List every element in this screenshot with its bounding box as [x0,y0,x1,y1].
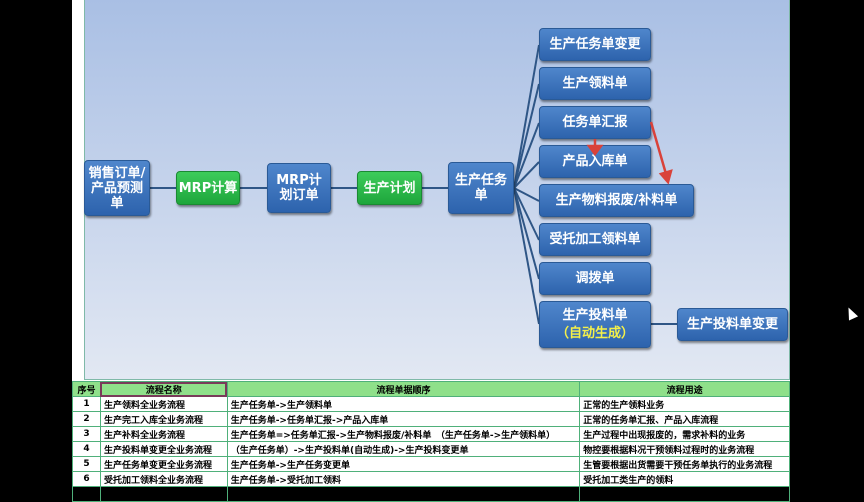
table-header: 序号 流程名称 流程单据顺序 流程用途 [72,381,790,397]
cell-document-sequence[interactable]: 生产任务单->生产领料单 [226,396,581,412]
cell-purpose[interactable]: 正常的生产领料业务 [579,396,790,412]
connector [513,161,540,189]
cell-empty[interactable] [99,486,228,502]
node-scrap-replenish[interactable]: 生产物料报废/补料单 [539,184,694,217]
header-purpose: 流程用途 [579,381,790,397]
node-task-change[interactable]: 生产任务单变更 [539,28,651,61]
arrow-report-to-scrap [649,121,668,175]
cell-purpose[interactable]: 生管要根据出货需要干预任务单执行的业务流程 [579,456,790,472]
cell-process-name[interactable]: 生产领料全业务流程 [99,396,228,412]
node-feed-change[interactable]: 生产投料单变更 [677,308,788,341]
cell-document-sequence[interactable]: （生产任务单）->生产投料单(自动生成)->生产投料变更单 [226,441,581,457]
cell-index[interactable]: 3 [72,426,101,442]
node-task-report[interactable]: 任务单汇报 [539,106,651,139]
cell-index[interactable]: 1 [72,396,101,412]
cell-purpose[interactable]: 物控要根据料况干预领料过程时的业务流程 [579,441,790,457]
node-sales-order[interactable]: 销售订单/产品预测单 [84,160,150,216]
cell-index[interactable]: 4 [72,441,101,457]
connector [513,83,540,189]
cell-empty[interactable] [579,486,790,502]
node-mrp-calc[interactable]: MRP计算 [176,171,240,205]
node-outsourced-requisition[interactable]: 受托加工领料单 [539,223,651,256]
cell-empty[interactable] [72,486,101,502]
node-material-requisition[interactable]: 生产领料单 [539,67,651,100]
node-production-plan[interactable]: 生产计划 [357,171,422,205]
cell-purpose[interactable]: 生产过程中出现报废的，需求补料的业务 [579,426,790,442]
header-process-name[interactable]: 流程名称 [99,381,228,397]
connector [513,187,540,280]
node-transfer[interactable]: 调拨单 [539,262,651,295]
connector [513,187,540,202]
header-document-sequence: 流程单据顺序 [226,381,581,397]
cell-process-name[interactable]: 受托加工领料全业务流程 [99,471,228,487]
cell-index[interactable]: 5 [72,456,101,472]
connector [513,44,540,189]
cell-index[interactable]: 6 [72,471,101,487]
cell-process-name[interactable]: 生产完工入库全业务流程 [99,411,228,427]
cell-document-sequence[interactable]: 生产任务单->生产任务变更单 [226,456,581,472]
node-production-task[interactable]: 生产任务单 [448,162,514,214]
node-mrp-plan-order[interactable]: MRP计划订单 [267,163,331,213]
connector-lines [150,44,677,325]
cell-purpose[interactable]: 受托加工类生产的领料 [579,471,790,487]
cell-document-sequence[interactable]: 生产任务单->任务单汇报->产品入库单 [226,411,581,427]
arrow-head-icon [586,144,604,157]
arrow-head-icon [658,169,673,185]
header-index: 序号 [72,381,101,397]
connector [513,122,540,189]
cell-process-name[interactable]: 生产任务单变更全业务流程 [99,456,228,472]
cell-document-sequence[interactable]: 生产任务单->受托加工领料 [226,471,581,487]
red-arrows [586,121,673,185]
cell-process-name[interactable]: 生产投料单变更全业务流程 [99,441,228,457]
cell-document-sequence[interactable]: 生产任务单=>任务单汇报->生产物料报废/补料单 （生产任务单->生产领料单） [226,426,581,442]
connector [513,187,540,241]
cell-process-name[interactable]: 生产补料全业务流程 [99,426,228,442]
node-production-feed[interactable]: 生产投料单（自动生成） [539,301,651,348]
cell-empty[interactable] [226,486,581,502]
connector [513,187,540,325]
cell-index[interactable]: 2 [72,411,101,427]
table-row-partial [72,486,790,502]
cell-purpose[interactable]: 正常的任务单汇报、产品入库流程 [579,411,790,427]
